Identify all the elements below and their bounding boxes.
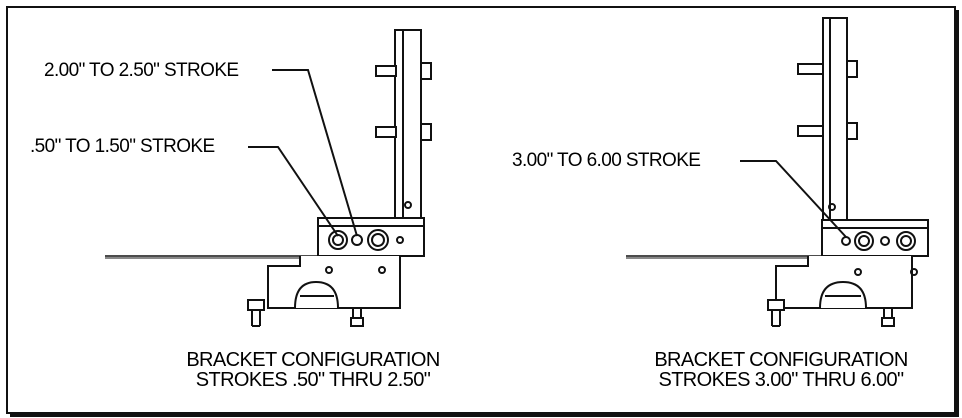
callout-upper-left: 2.00" TO 2.50" STROKE [44,60,239,81]
frame-shadow-right [954,10,959,414]
caption-left-line1: BRACKET CONFIGURATION [186,349,440,371]
caption-left-line2: STROKES .50" THRU 2.50" [195,369,431,391]
leader-lines [248,69,847,238]
frame-shadow-bottom [10,412,959,417]
caption-right-line2: STROKES 3.00" THRU 6.00" [658,369,904,391]
left-bracket-drawing [105,29,432,327]
leader-line-upper-left [272,69,358,237]
callout-lower-left: .50" TO 1.50" STROKE [30,136,215,157]
leader-line-lower-left [248,146,339,237]
leader-line-right [740,160,847,238]
caption-right-line1: BRACKET CONFIGURATION [654,349,908,371]
callout-right: 3.00" TO 6.00 STROKE [512,150,701,171]
right-bracket-drawing [626,17,929,327]
